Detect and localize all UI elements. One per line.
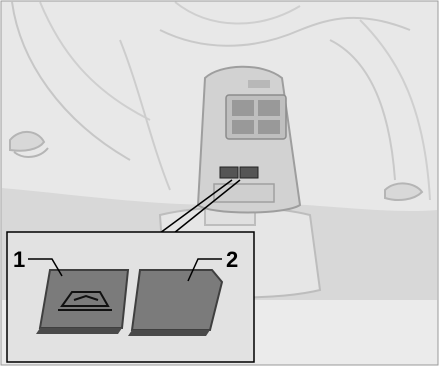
blank-button-small	[240, 167, 258, 178]
callout-1-label: 1	[13, 247, 25, 272]
sunshade-button-small	[220, 167, 238, 178]
sunshade-tilt-button	[36, 270, 128, 334]
callout-2-label: 2	[226, 247, 238, 272]
blank-button	[128, 270, 222, 336]
detail-inset: 1 2	[7, 232, 254, 362]
overhead-console-icon	[232, 100, 254, 116]
console-grille	[248, 80, 270, 88]
